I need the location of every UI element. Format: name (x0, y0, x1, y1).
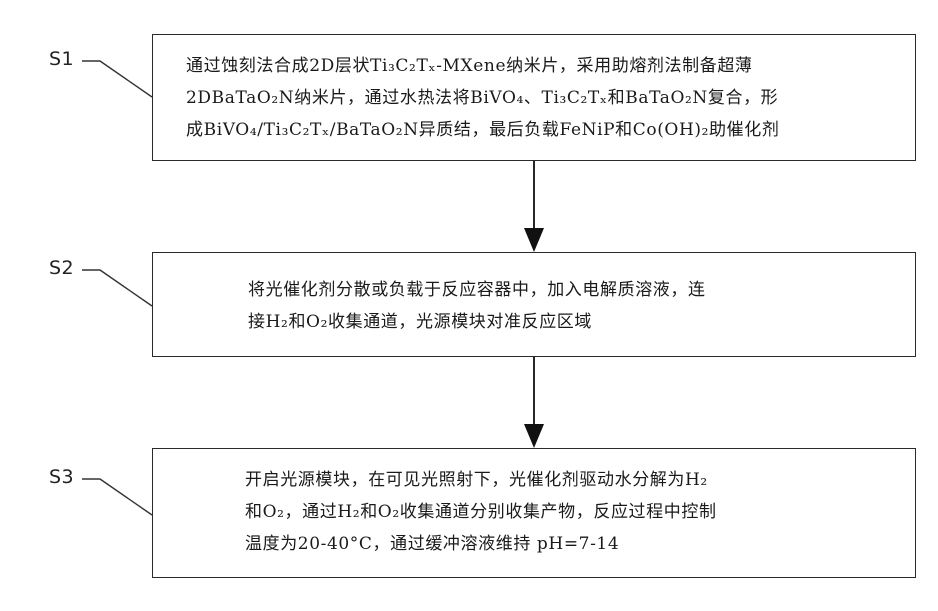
step-s1-line-3: 成BiVO₄/Ti₃C₂Tₓ/BaTaO₂N异质结，最后负载FeNiP和Co(O… (186, 117, 915, 144)
step-box-s2: 将光催化剂分散或负载于反应容器中，加入电解质溶液，连 接H₂和O₂收集通道，光源… (152, 252, 916, 357)
step-s1-line-2: 2DBaTaO₂N纳米片，通过水热法将BiVO₄、Ti₃C₂Tₓ和BaTaO₂N… (186, 85, 915, 112)
s2-leader-line (82, 270, 152, 306)
arrow-s2-to-s3 (524, 356, 544, 448)
step-s2-line-1: 将光催化剂分散或负载于反应容器中，加入电解质溶液，连 (248, 277, 915, 304)
step-s3-line-1: 开启光源模块，在可见光照射下，光催化剂驱动水分解为H₂ (245, 467, 915, 494)
step-label-s2: S2 (49, 257, 74, 279)
s3-leader-line (82, 479, 152, 515)
arrow-s1-to-s2 (524, 160, 544, 252)
step-s1-line-1: 通过蚀刻法合成2D层状Ti₃C₂Tₓ-MXene纳米片，采用助熔剂法制备超薄 (186, 53, 915, 80)
s1-leader-line (82, 61, 152, 97)
step-s3-line-2: 和O₂，通过H₂和O₂收集通道分别收集产物，反应过程中控制 (245, 499, 915, 526)
step-s2-line-2: 接H₂和O₂收集通道，光源模块对准反应区域 (248, 309, 915, 336)
step-box-s1: 通过蚀刻法合成2D层状Ti₃C₂Tₓ-MXene纳米片，采用助熔剂法制备超薄 2… (152, 34, 916, 161)
step-label-s3: S3 (49, 466, 74, 488)
step-label-s1: S1 (49, 48, 74, 70)
step-box-s3: 开启光源模块，在可见光照射下，光催化剂驱动水分解为H₂ 和O₂，通过H₂和O₂收… (152, 448, 916, 578)
step-s3-line-3: 温度为20-40°C，通过缓冲溶液维持 pH=7-14 (245, 531, 915, 558)
